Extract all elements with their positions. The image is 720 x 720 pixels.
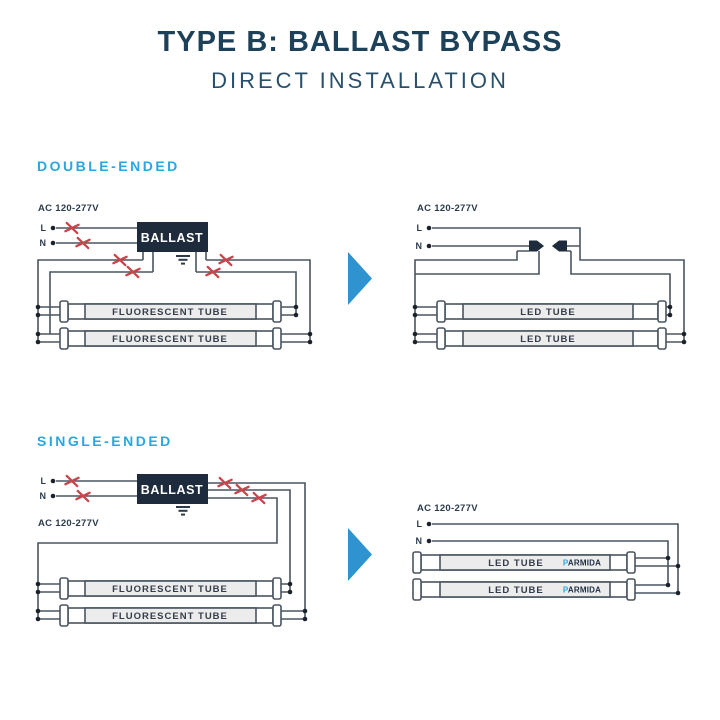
diagram-single-ended-before: L N AC 120-277V BALLAST FLUORESCENT TUBE… bbox=[35, 474, 308, 627]
diagram-double-ended-after: AC 120-277V L N LED TUBE LED TUBE bbox=[412, 203, 687, 350]
neutral-label: N bbox=[416, 536, 423, 546]
voltage-label: AC 120-277V bbox=[38, 518, 99, 529]
tube-label: LED TUBE bbox=[520, 334, 576, 345]
ballast-label: BALLAST bbox=[141, 483, 204, 497]
brand-logo-p: P bbox=[563, 586, 569, 595]
connector-plug-icon bbox=[552, 240, 567, 252]
junction-dot bbox=[412, 312, 418, 318]
tube-label: FLUORESCENT TUBE bbox=[112, 334, 228, 345]
junction-dot bbox=[681, 339, 687, 345]
neutral-label: N bbox=[40, 491, 47, 501]
neutral-label: N bbox=[40, 238, 47, 248]
junction-dot bbox=[426, 225, 432, 231]
junction-dot bbox=[35, 331, 41, 337]
voltage-label: AC 120-277V bbox=[417, 503, 478, 514]
brand-logo-rest: ARMIDA bbox=[568, 559, 601, 568]
arrow-right-icon bbox=[348, 528, 372, 581]
brand-logo-p: P bbox=[563, 559, 569, 568]
junction-dot bbox=[50, 240, 56, 246]
arrow-right-icon bbox=[348, 252, 372, 305]
junction-dot bbox=[35, 616, 41, 622]
section-heading-single-ended: SINGLE-ENDED bbox=[37, 433, 173, 449]
junction-dot bbox=[287, 589, 293, 595]
junction-dot bbox=[293, 304, 299, 310]
junction-dot bbox=[50, 493, 56, 499]
ballast-box bbox=[137, 222, 208, 252]
tube-label: LED TUBE bbox=[520, 307, 576, 318]
section-heading-double-ended: DOUBLE-ENDED bbox=[37, 158, 180, 174]
brand-logo: PARMIDA bbox=[563, 586, 601, 595]
brand-logo-rest: ARMIDA bbox=[568, 586, 601, 595]
ground-icon bbox=[175, 255, 191, 265]
tube-label: LED TUBE bbox=[488, 585, 544, 596]
junction-dot bbox=[426, 538, 432, 544]
tube-label: FLUORESCENT TUBE bbox=[112, 307, 228, 318]
brand-logo: PARMIDA bbox=[563, 559, 601, 568]
junction-dot bbox=[302, 616, 308, 622]
junction-dot bbox=[302, 608, 308, 614]
junction-dot bbox=[667, 304, 673, 310]
junction-dot bbox=[35, 304, 41, 310]
junction-dot bbox=[675, 590, 681, 596]
junction-dot bbox=[667, 312, 673, 318]
wiring-paths bbox=[432, 523, 679, 594]
junction-dot bbox=[50, 225, 56, 231]
live-label: L bbox=[41, 476, 47, 486]
connector-plug-icon bbox=[529, 240, 544, 252]
junction-dot bbox=[35, 589, 41, 595]
junction-dot bbox=[412, 339, 418, 345]
ground-icon bbox=[175, 506, 191, 516]
junction-dot bbox=[675, 563, 681, 569]
page-subtitle: DIRECT INSTALLATION bbox=[211, 68, 509, 93]
neutral-label: N bbox=[416, 241, 423, 251]
live-label: L bbox=[417, 223, 423, 233]
tube-label: LED TUBE bbox=[488, 558, 544, 569]
voltage-label: AC 120-277V bbox=[38, 203, 99, 214]
junction-dot bbox=[307, 339, 313, 345]
junction-dot bbox=[293, 312, 299, 318]
junction-dot bbox=[50, 478, 56, 484]
junction-dot bbox=[35, 608, 41, 614]
junction-dot bbox=[412, 331, 418, 337]
junction-dot bbox=[426, 243, 432, 249]
diagram-double-ended-before: AC 120-277V L N BALLAST FLUORESCENT TUBE… bbox=[35, 203, 313, 350]
page-title: TYPE B: BALLAST BYPASS bbox=[157, 26, 563, 58]
junction-dot bbox=[307, 331, 313, 337]
junction-dot bbox=[35, 581, 41, 587]
junction-dot bbox=[665, 555, 671, 561]
wiring-paths bbox=[414, 227, 685, 343]
wiring-paths bbox=[37, 480, 306, 620]
live-label: L bbox=[41, 223, 47, 233]
wiring-paths bbox=[37, 227, 311, 343]
diagram-single-ended-after: AC 120-277V L N LED TUBE PARMIDA LED TUB… bbox=[412, 503, 681, 601]
live-label: L bbox=[417, 519, 423, 529]
tube-label: FLUORESCENT TUBE bbox=[112, 611, 228, 622]
junction-dot bbox=[681, 331, 687, 337]
voltage-label: AC 120-277V bbox=[417, 203, 478, 214]
junction-dot bbox=[426, 521, 432, 527]
junction-dot bbox=[412, 304, 418, 310]
junction-dot bbox=[35, 312, 41, 318]
tube-label: FLUORESCENT TUBE bbox=[112, 584, 228, 595]
ballast-box bbox=[137, 474, 208, 504]
junction-dot bbox=[35, 339, 41, 345]
junction-dot bbox=[287, 581, 293, 587]
junction-dot bbox=[665, 582, 671, 588]
ballast-label: BALLAST bbox=[141, 231, 204, 245]
